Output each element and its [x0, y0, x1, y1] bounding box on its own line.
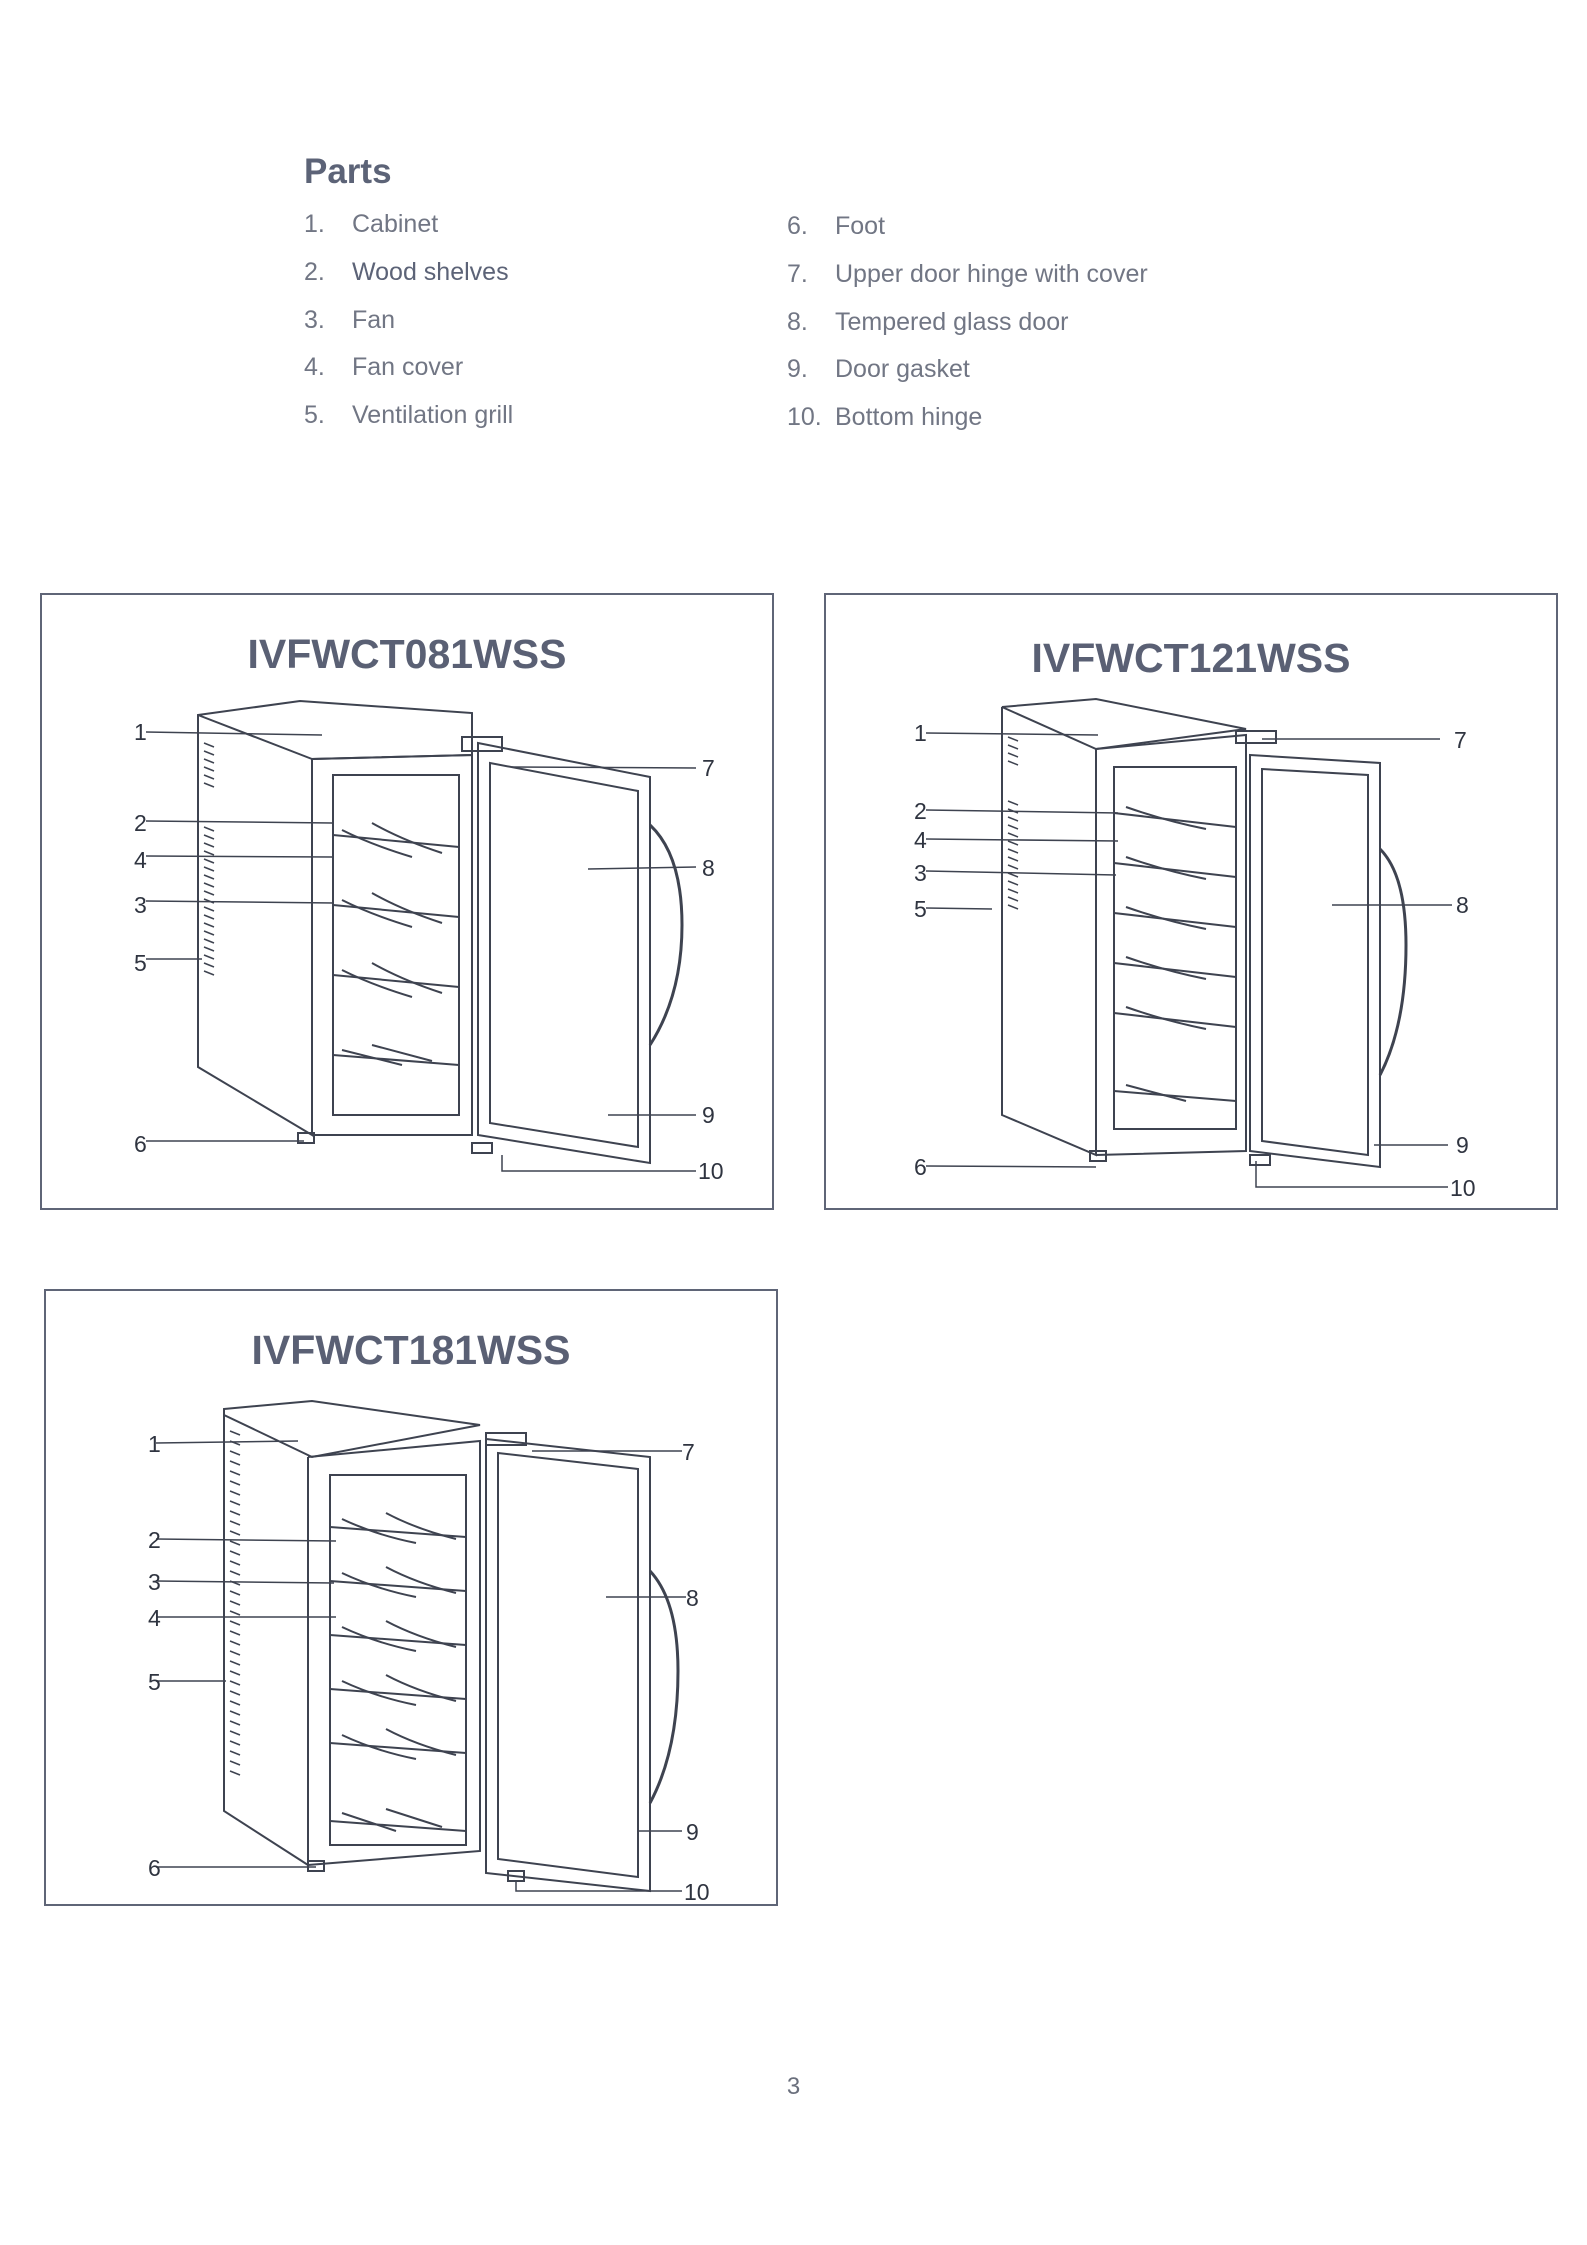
model-diagram-box: IVFWCT121WSS: [824, 593, 1558, 1210]
callout-label: 5: [134, 950, 147, 976]
parts-item-label: Foot: [835, 212, 885, 241]
callout-label: 6: [134, 1131, 147, 1157]
callout-label: 1: [148, 1431, 161, 1457]
callout-label: 1: [134, 719, 147, 745]
callout-label: 9: [686, 1819, 699, 1845]
model-diagram-box: IVFWCT181WSS: [44, 1289, 778, 1906]
callout-label: 4: [134, 847, 147, 873]
parts-item-number: 6.: [787, 212, 808, 241]
callout-label: 1: [914, 720, 927, 746]
callout-label: 3: [134, 892, 147, 918]
callout-label: 7: [1454, 727, 1467, 753]
callout-label: 3: [148, 1569, 161, 1595]
callout-label: 4: [148, 1605, 161, 1631]
callout-label: 6: [914, 1154, 927, 1180]
parts-item-label: Wood shelves: [352, 258, 509, 287]
parts-item-label: Door gasket: [835, 355, 970, 384]
callout-label: 5: [914, 896, 927, 922]
callout-label: 4: [914, 827, 927, 853]
parts-heading: Parts: [304, 152, 392, 192]
callout-label: 7: [702, 755, 715, 781]
callout-label: 2: [914, 798, 927, 824]
callout-label: 8: [1456, 892, 1469, 918]
parts-item-label: Cabinet: [352, 210, 438, 239]
parts-item-number: 4.: [304, 353, 325, 382]
callout-label: 8: [686, 1585, 699, 1611]
parts-item-number: 2.: [304, 258, 325, 287]
parts-item-label: Ventilation grill: [352, 401, 513, 430]
callout-label: 9: [702, 1102, 715, 1128]
parts-item-number: 3.: [304, 306, 325, 335]
callout-label: 2: [148, 1527, 161, 1553]
parts-item-label: Upper door hinge with cover: [835, 260, 1148, 289]
callout-label: 5: [148, 1669, 161, 1695]
page-number: 3: [0, 2073, 1587, 2101]
parts-item-number: 8.: [787, 308, 808, 337]
callout-label: 10: [1450, 1175, 1476, 1201]
callout-label: 6: [148, 1855, 161, 1881]
wine-cooler-diagram: 1 2 3 4 5 6 7 8 9 10: [46, 1291, 780, 1908]
wine-cooler-diagram: 1 2 4 3 5 6 7 8 9 10: [826, 595, 1560, 1212]
callout-label: 3: [914, 860, 927, 886]
parts-item-number: 1.: [304, 210, 325, 239]
parts-item-number: 5.: [304, 401, 325, 430]
callout-label: 9: [1456, 1132, 1469, 1158]
parts-item-label: Fan: [352, 306, 395, 335]
callout-label: 8: [702, 855, 715, 881]
parts-item-label: Bottom hinge: [835, 403, 982, 432]
callout-label: 2: [134, 810, 147, 836]
callout-label: 7: [682, 1439, 695, 1465]
parts-item-label: Fan cover: [352, 353, 463, 382]
wine-cooler-diagram: 1 2 4 3 5 6 7 8 9 10: [42, 595, 776, 1212]
parts-item-number: 10.: [787, 403, 822, 432]
parts-item-number: 9.: [787, 355, 808, 384]
parts-item-label: Tempered glass door: [835, 308, 1068, 337]
callout-label: 10: [698, 1158, 724, 1184]
callout-label: 10: [684, 1879, 710, 1905]
model-diagram-box: IVFWCT081WSS: [40, 593, 774, 1210]
parts-item-number: 7.: [787, 260, 808, 289]
